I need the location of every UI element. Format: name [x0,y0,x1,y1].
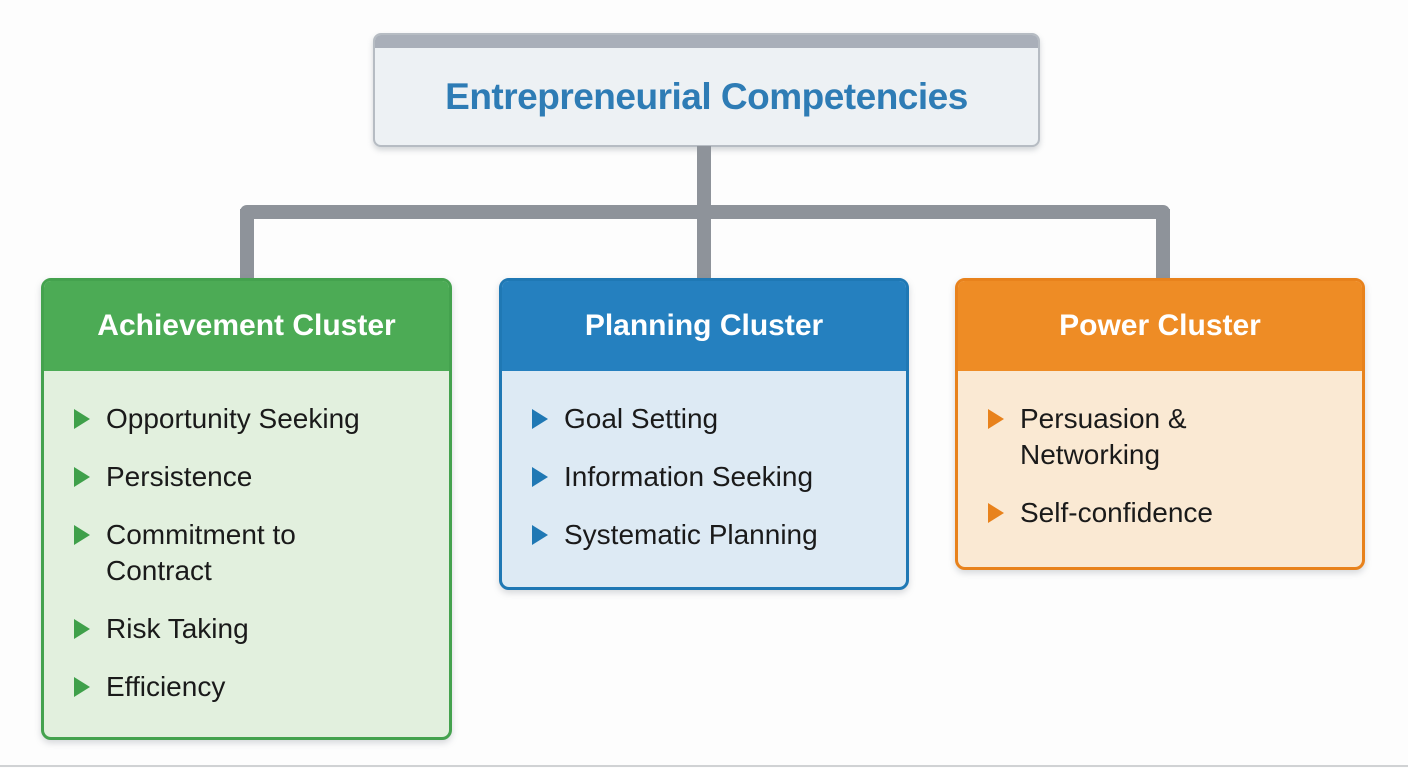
cluster-box-achievement: Achievement Cluster Opportunity Seeking … [41,278,452,740]
item-label: Opportunity Seeking [106,403,360,434]
triangle-bullet-icon [74,525,90,545]
item-label: Goal Setting [564,403,719,434]
item-label: Systematic Planning [564,519,818,550]
triangle-bullet-icon [988,503,1004,523]
list-item: Systematic Planning [528,517,888,553]
diagram-title: Entrepreneurial Competencies [445,75,968,117]
cluster-box-planning: Planning Cluster Goal Setting Informatio… [499,278,909,590]
triangle-bullet-icon [532,409,548,429]
cluster-header-planning: Planning Cluster [502,281,906,371]
cluster-title: Power Cluster [1059,309,1261,342]
list-item: Information Seeking [528,459,888,495]
item-label: Persistence [106,461,253,492]
cluster-title: Achievement Cluster [97,309,396,342]
list-item: Persistence [70,459,431,495]
list-item: Persuasion & Networking [984,401,1344,473]
list-item: Commitment to Contract [70,517,431,589]
item-label: Risk Taking [106,613,249,644]
connector-stem [697,146,711,212]
list-item: Goal Setting [528,401,888,437]
cluster-box-power: Power Cluster Persuasion & Networking Se… [955,278,1365,570]
root-box-body: Entrepreneurial Competencies [375,48,1038,145]
item-label: Information Seeking [564,461,814,492]
cluster-header-achievement: Achievement Cluster [44,281,449,371]
connector-drop-center [697,209,711,280]
triangle-bullet-icon [74,467,90,487]
triangle-bullet-icon [74,409,90,429]
bottom-edge-line [0,765,1408,767]
triangle-bullet-icon [988,409,1004,429]
connector-drop-left [240,209,254,280]
list-item: Efficiency [70,669,431,705]
item-label: Persuasion & Networking [1020,403,1187,470]
item-label: Efficiency [106,671,226,702]
cluster-header-power: Power Cluster [958,281,1362,371]
list-item: Opportunity Seeking [70,401,431,437]
connector-drop-right [1156,209,1170,280]
triangle-bullet-icon [532,525,548,545]
triangle-bullet-icon [74,619,90,639]
cluster-body-power: Persuasion & Networking Self-confidence [958,371,1362,567]
list-item: Self-confidence [984,495,1344,531]
root-box: Entrepreneurial Competencies [373,33,1040,147]
triangle-bullet-icon [74,677,90,697]
cluster-body-achievement: Opportunity Seeking Persistence Commitme… [44,371,449,737]
item-label: Self-confidence [1020,497,1214,528]
list-item: Risk Taking [70,611,431,647]
root-box-top-bar [375,35,1038,48]
cluster-body-planning: Goal Setting Information Seeking Systema… [502,371,906,587]
triangle-bullet-icon [532,467,548,487]
item-label: Commitment to Contract [106,519,296,586]
cluster-title: Planning Cluster [584,309,824,342]
